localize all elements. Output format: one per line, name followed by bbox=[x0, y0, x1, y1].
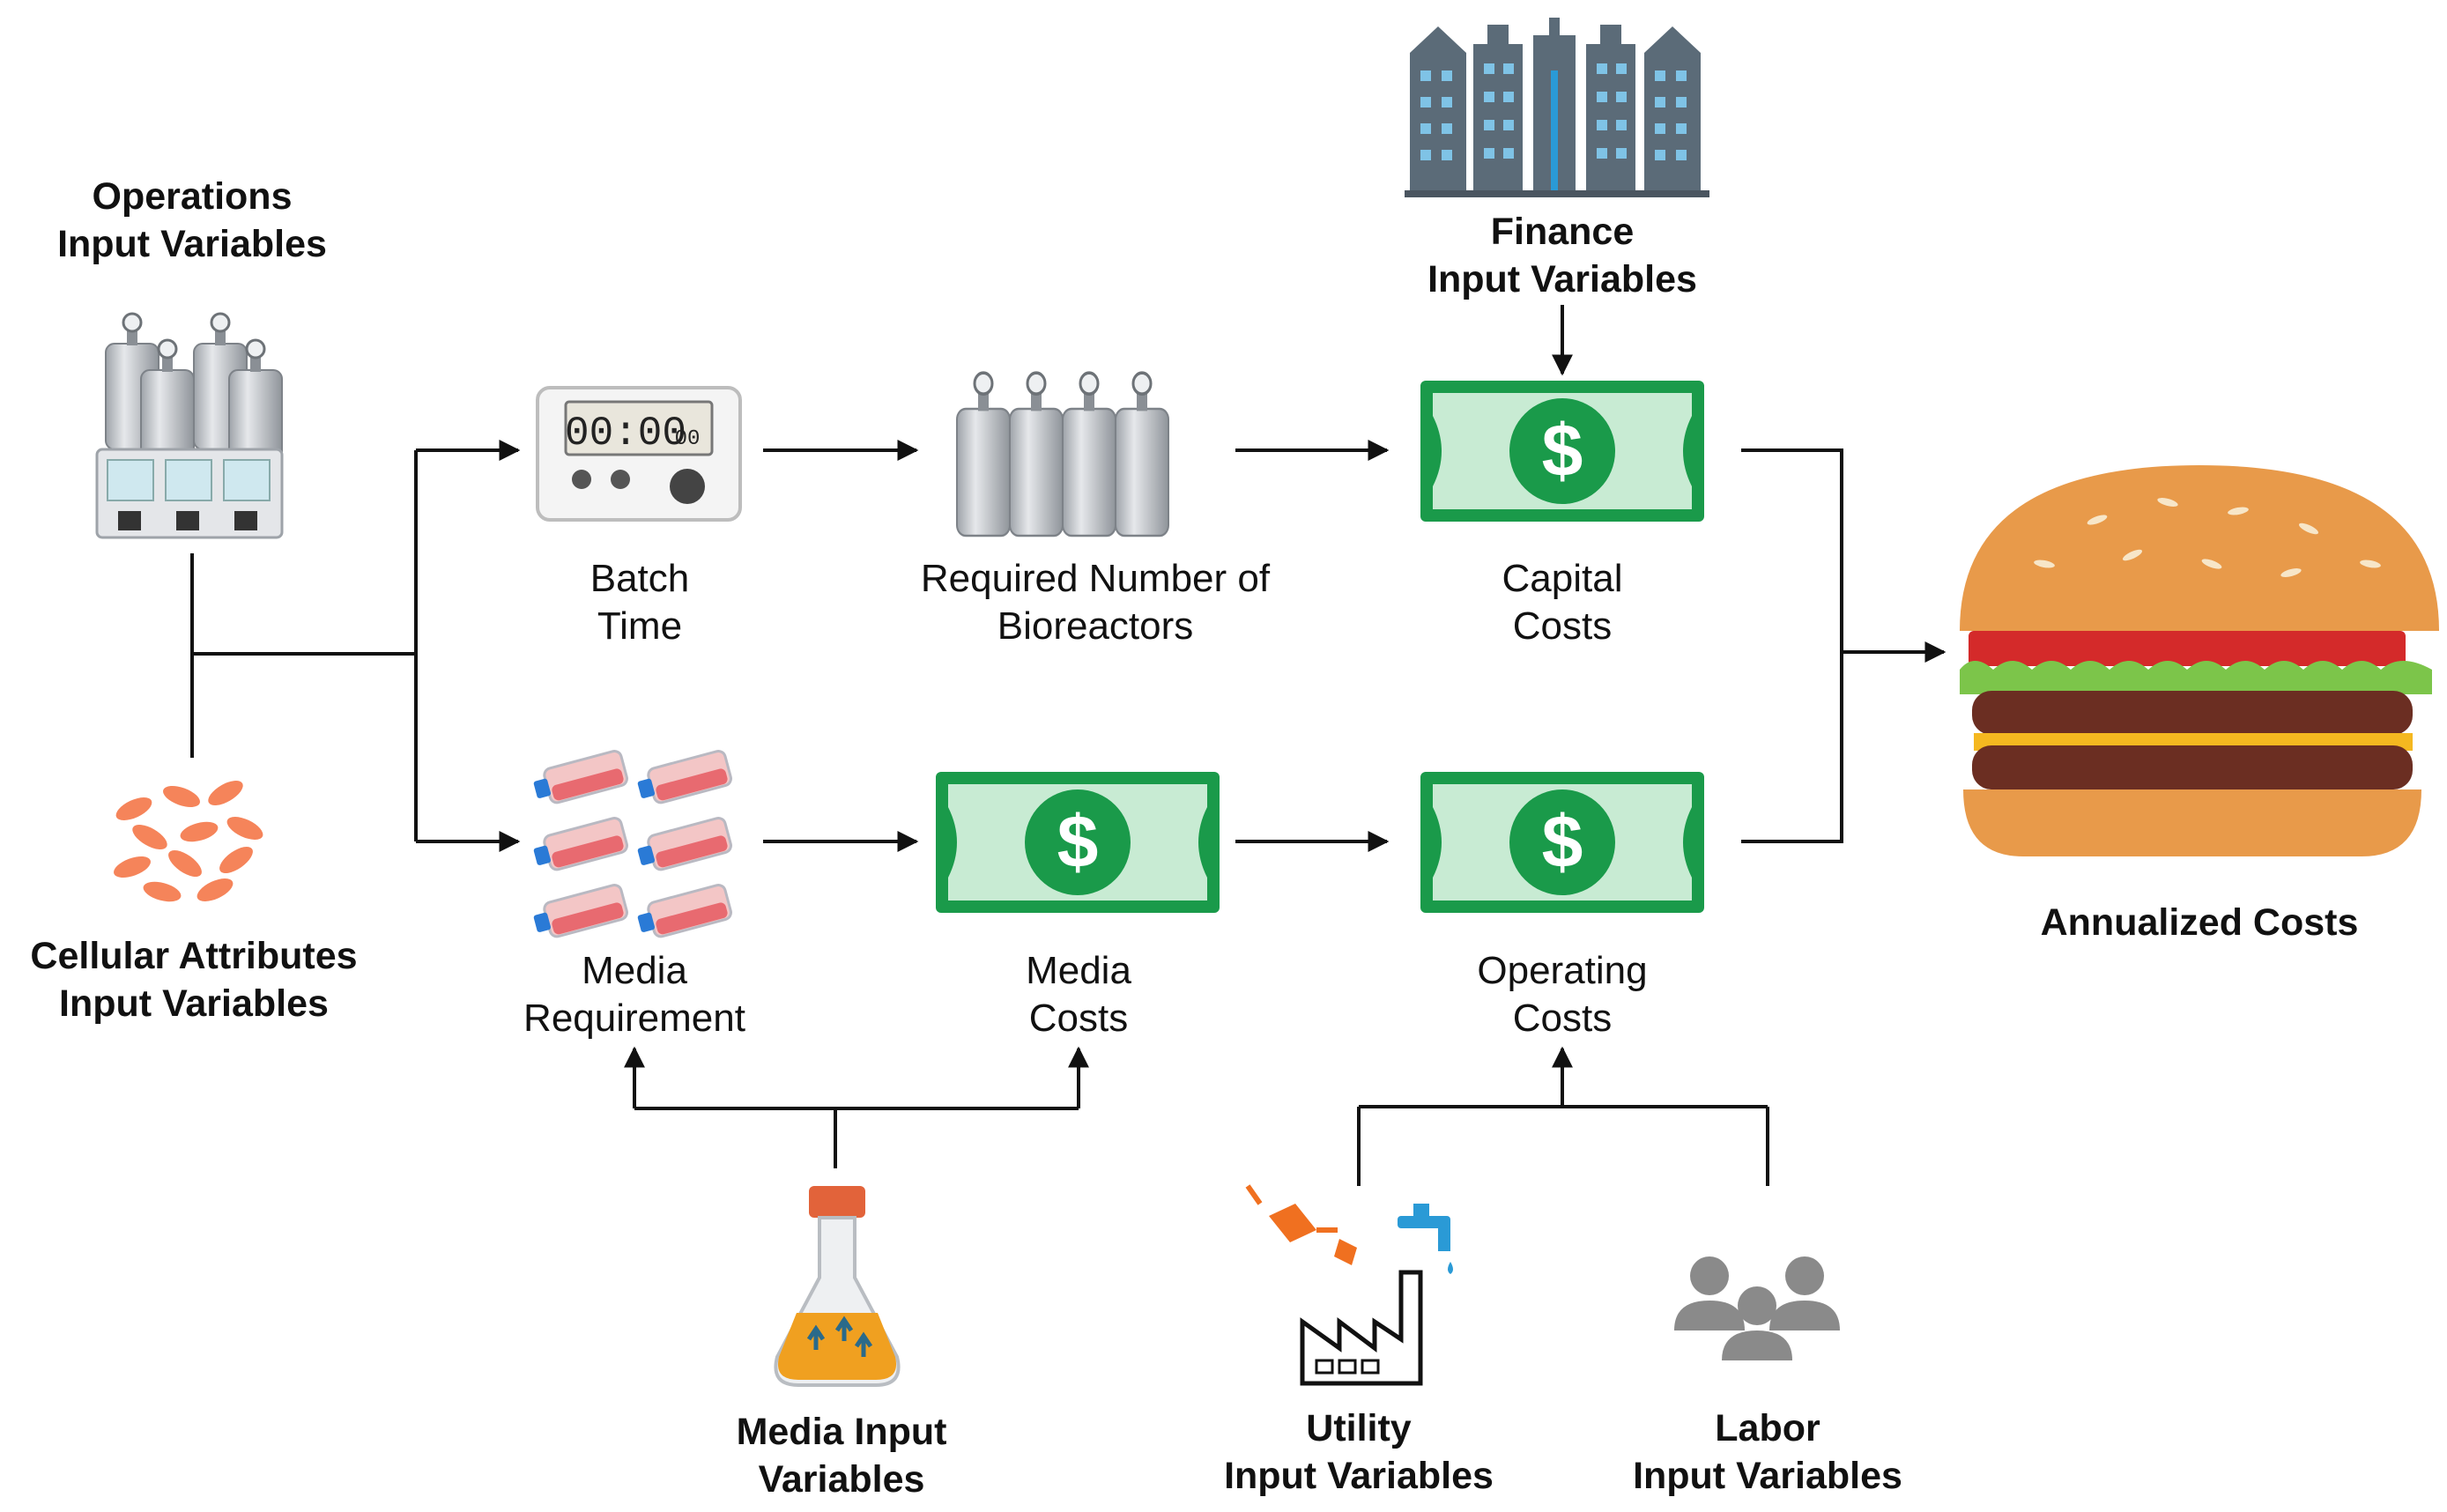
media-flask-icon bbox=[774, 1186, 901, 1387]
bioreactors-line1: Required Number of bbox=[920, 557, 1271, 600]
operating-costs-line1: Operating bbox=[1477, 949, 1648, 992]
media-input-line2: Variables bbox=[758, 1458, 925, 1501]
utility-input-line1: Utility bbox=[1306, 1407, 1412, 1449]
connectors bbox=[190, 305, 1946, 1186]
bioreactor-tanks-icon bbox=[955, 371, 1170, 537]
annualized-costs-line1: Annualized Costs bbox=[2040, 901, 2359, 944]
finance-input-line2: Input Variables bbox=[1427, 258, 1697, 300]
bioreactors-label: Required Number of Bioreactors bbox=[921, 555, 1270, 650]
timer-display: 00:00 bbox=[565, 411, 686, 456]
finance-input-label: Finance Input Variables bbox=[1427, 208, 1697, 303]
people-icon bbox=[1674, 1256, 1840, 1360]
media-costs-label: Media Costs bbox=[1026, 947, 1131, 1042]
media-costs-line2: Costs bbox=[1028, 997, 1129, 1040]
labor-input-label: Labor Input Variables bbox=[1633, 1405, 1902, 1500]
connector-costs-merge bbox=[1741, 448, 1843, 843]
utility-input-line2: Input Variables bbox=[1224, 1455, 1494, 1497]
dollar-bill-icon bbox=[1420, 772, 1704, 913]
labor-input-line2: Input Variables bbox=[1633, 1455, 1902, 1497]
labor-input-line1: Labor bbox=[1715, 1407, 1820, 1449]
cellular-attributes-line2: Input Variables bbox=[59, 982, 329, 1025]
operations-input-line1: Operations bbox=[92, 175, 293, 218]
operating-costs-label: Operating Costs bbox=[1477, 947, 1647, 1042]
batch-time-line1: Batch bbox=[590, 557, 690, 600]
cells-icon bbox=[114, 781, 263, 902]
media-requirement-line1: Media bbox=[582, 949, 687, 992]
finance-input-line1: Finance bbox=[1490, 211, 1635, 253]
utility-input-label: Utility Input Variables bbox=[1224, 1405, 1494, 1500]
media-costs-line1: Media bbox=[1026, 949, 1131, 992]
city-buildings-icon bbox=[1405, 18, 1709, 197]
operating-costs-line2: Costs bbox=[1512, 997, 1613, 1040]
bioreactor-cluster-icon bbox=[95, 312, 284, 539]
media-requirement-line2: Requirement bbox=[523, 997, 745, 1040]
capital-costs-label: Capital Costs bbox=[1502, 555, 1623, 650]
burger-icon bbox=[1960, 465, 2439, 856]
cellular-attributes-line1: Cellular Attributes bbox=[30, 935, 358, 977]
media-input-label: Media Input Variables bbox=[737, 1408, 947, 1503]
operations-input-label: Operations Input Variables bbox=[57, 173, 327, 268]
capital-costs-line1: Capital bbox=[1502, 557, 1623, 600]
timer-icon: 00:00 00 bbox=[536, 386, 742, 522]
factory-utility-icon bbox=[1245, 1184, 1453, 1386]
capital-costs-line2: Costs bbox=[1512, 604, 1613, 648]
annualized-costs-label: Annualized Costs bbox=[2041, 899, 2359, 946]
operations-input-line2: Input Variables bbox=[57, 223, 327, 265]
batch-time-line2: Time bbox=[597, 604, 683, 648]
media-requirement-label: Media Requirement bbox=[523, 947, 745, 1042]
timer-subseconds: 00 bbox=[675, 427, 701, 451]
media-input-line1: Media Input bbox=[736, 1411, 947, 1453]
dollar-bill-icon bbox=[936, 772, 1220, 913]
dollar-bill-icon bbox=[1420, 381, 1704, 522]
bioreactors-line2: Bioreactors bbox=[997, 604, 1194, 648]
cellular-attributes-label: Cellular Attributes Input Variables bbox=[30, 932, 357, 1027]
batch-time-label: Batch Time bbox=[590, 555, 690, 650]
culture-flasks-icon bbox=[533, 750, 732, 938]
